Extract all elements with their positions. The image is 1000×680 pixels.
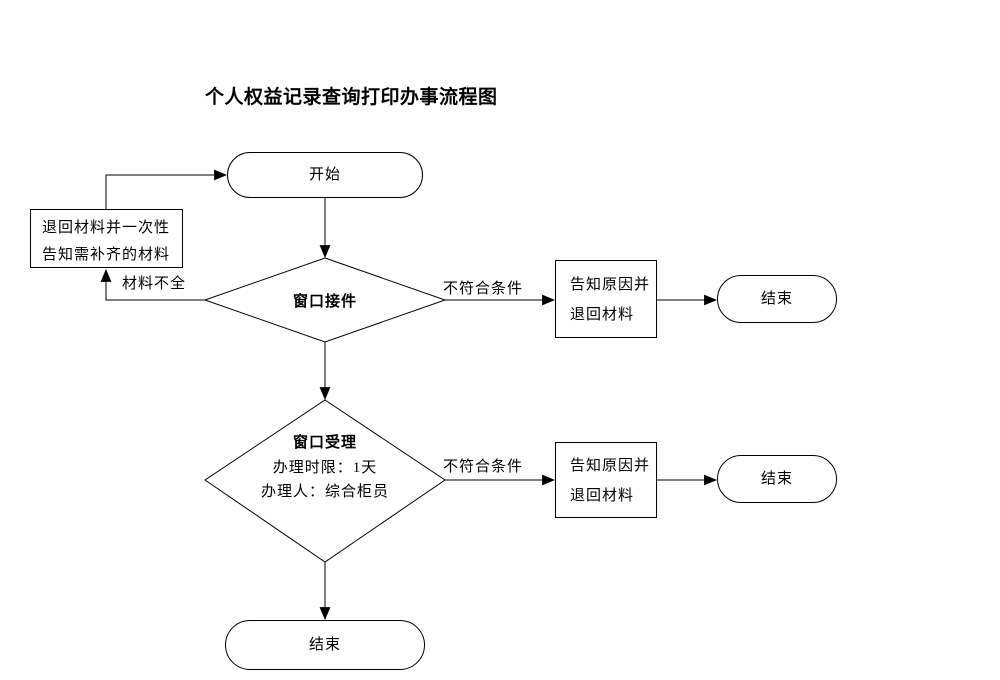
- decision2-label: 窗口受理 办理时限：1天 办理人：综合柜员: [205, 430, 445, 506]
- notify-reason-box-1-line1: 告知原因并: [570, 277, 651, 293]
- decision2-handler: 办理人：综合柜员: [260, 484, 389, 501]
- return-materials-box: 退回材料并一次性 告知需补齐的材料: [30, 209, 183, 268]
- edge-label-incomplete-materials: 材料不全: [122, 272, 187, 293]
- edge-decision1-to-return-box: [100, 268, 205, 301]
- return-materials-line2: 告知需补齐的材料: [42, 247, 171, 263]
- start-node: 开始: [227, 152, 423, 198]
- notify-reason-box-2-line1: 告知原因并: [570, 458, 651, 474]
- notify-reason-box-2-line2: 退回材料: [570, 488, 635, 504]
- end-node-bottom-label: 结束: [308, 636, 341, 653]
- edge-return-box-to-start: [105, 169, 228, 209]
- end-node-1-label: 结束: [760, 290, 793, 307]
- decision1-label: 窗口接件: [292, 294, 357, 310]
- edge-label-not-qualified-2: 不符合条件: [443, 455, 524, 476]
- notify-reason-box-2: 告知原因并 退回材料: [555, 442, 657, 518]
- end-node-2-label: 结束: [760, 470, 793, 487]
- notify-reason-box-1-line2: 退回材料: [570, 307, 635, 323]
- end-node-1: 结束: [717, 275, 837, 323]
- start-node-label: 开始: [308, 166, 341, 183]
- return-materials-line1: 退回材料并一次性: [42, 220, 171, 236]
- end-node-bottom: 结束: [225, 620, 425, 670]
- notify-reason-box-1: 告知原因并 退回材料: [555, 260, 657, 338]
- end-node-2: 结束: [717, 455, 837, 503]
- page-title: 个人权益记录查询打印办事流程图: [205, 87, 498, 108]
- decision2-time-limit: 办理时限：1天: [272, 459, 378, 476]
- decision2-title: 窗口受理: [292, 435, 357, 452]
- edge-label-not-qualified-1: 不符合条件: [443, 277, 524, 298]
